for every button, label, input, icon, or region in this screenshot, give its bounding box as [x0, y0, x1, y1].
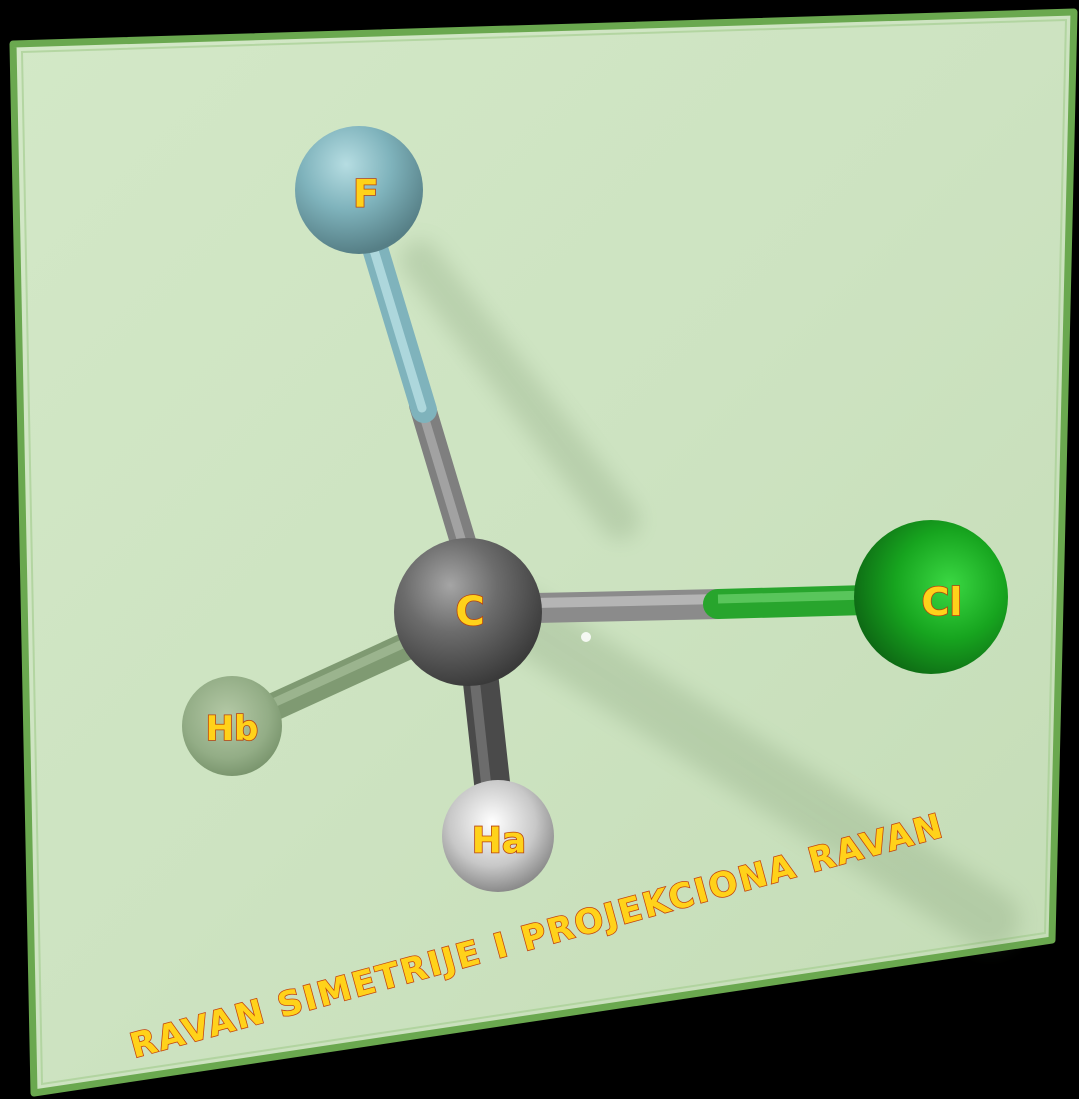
plane-inner-edge — [20, 18, 1068, 1086]
atom-cl: Cl — [854, 520, 1008, 674]
atom-ha: Ha — [442, 780, 554, 892]
atom-c: C — [394, 538, 542, 686]
atom-hb-label: Hb — [206, 709, 259, 749]
atom-ha-label: Ha — [472, 821, 526, 862]
atom-f: F — [295, 126, 423, 254]
atom-c-label: C — [455, 589, 484, 635]
reflection-dot — [581, 632, 591, 642]
atom-cl-label: Cl — [922, 580, 963, 624]
atom-hb: Hb — [182, 676, 282, 776]
bond-c-f — [355, 212, 480, 568]
bond-c-cl — [534, 584, 920, 623]
atom-f-label: F — [353, 172, 379, 216]
molecule-shadow — [400, 240, 1020, 950]
